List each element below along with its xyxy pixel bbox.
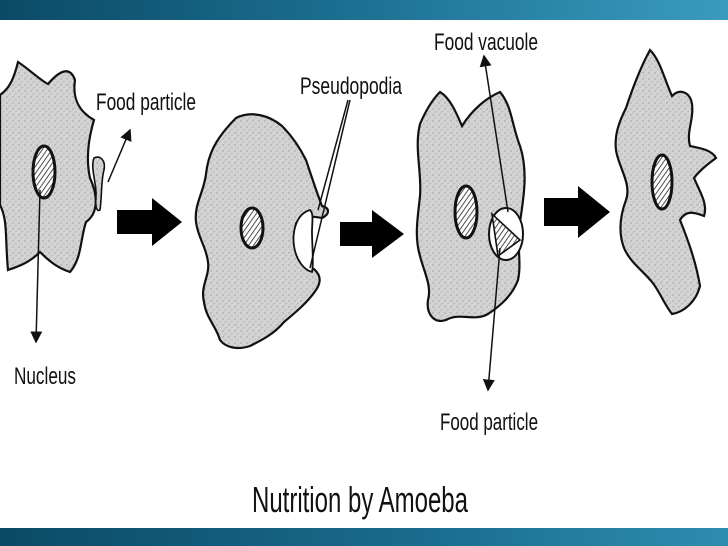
food-cup-stage-2 bbox=[292, 208, 314, 274]
pseudopodia-pointer-a bbox=[317, 99, 349, 211]
diagram-title: Nutrition by Amoeba bbox=[252, 479, 469, 520]
pseudopodia-pointer-b bbox=[309, 99, 351, 269]
label-pseudopodia: Pseudopodia bbox=[300, 73, 402, 100]
food-particle-pointer-2 bbox=[482, 247, 501, 392]
nucleus-pointer bbox=[30, 189, 43, 344]
label-food-particle-2: Food particle bbox=[440, 409, 538, 436]
stage-arrow-3 bbox=[544, 186, 610, 238]
label-food-vacuole: Food vacuole bbox=[434, 29, 538, 56]
label-nucleus: Nucleus bbox=[14, 363, 76, 390]
food-particle-pointer-1 bbox=[107, 128, 132, 183]
nucleus-stage-4 bbox=[650, 153, 674, 211]
nucleus-stage-2 bbox=[239, 206, 265, 250]
nucleus-stage-1 bbox=[31, 144, 57, 200]
top-decorative-band bbox=[0, 0, 728, 20]
food-vacuole-pointer bbox=[479, 54, 509, 213]
food-particle-stage-3 bbox=[490, 211, 522, 258]
stage-arrow-2 bbox=[340, 210, 404, 258]
label-food-particle-1: Food particle bbox=[96, 89, 196, 116]
stage-arrow-1 bbox=[117, 198, 182, 246]
bottom-decorative-band bbox=[0, 528, 728, 546]
nucleus-stage-3 bbox=[453, 184, 479, 240]
food-particle-stage-1 bbox=[91, 156, 106, 212]
